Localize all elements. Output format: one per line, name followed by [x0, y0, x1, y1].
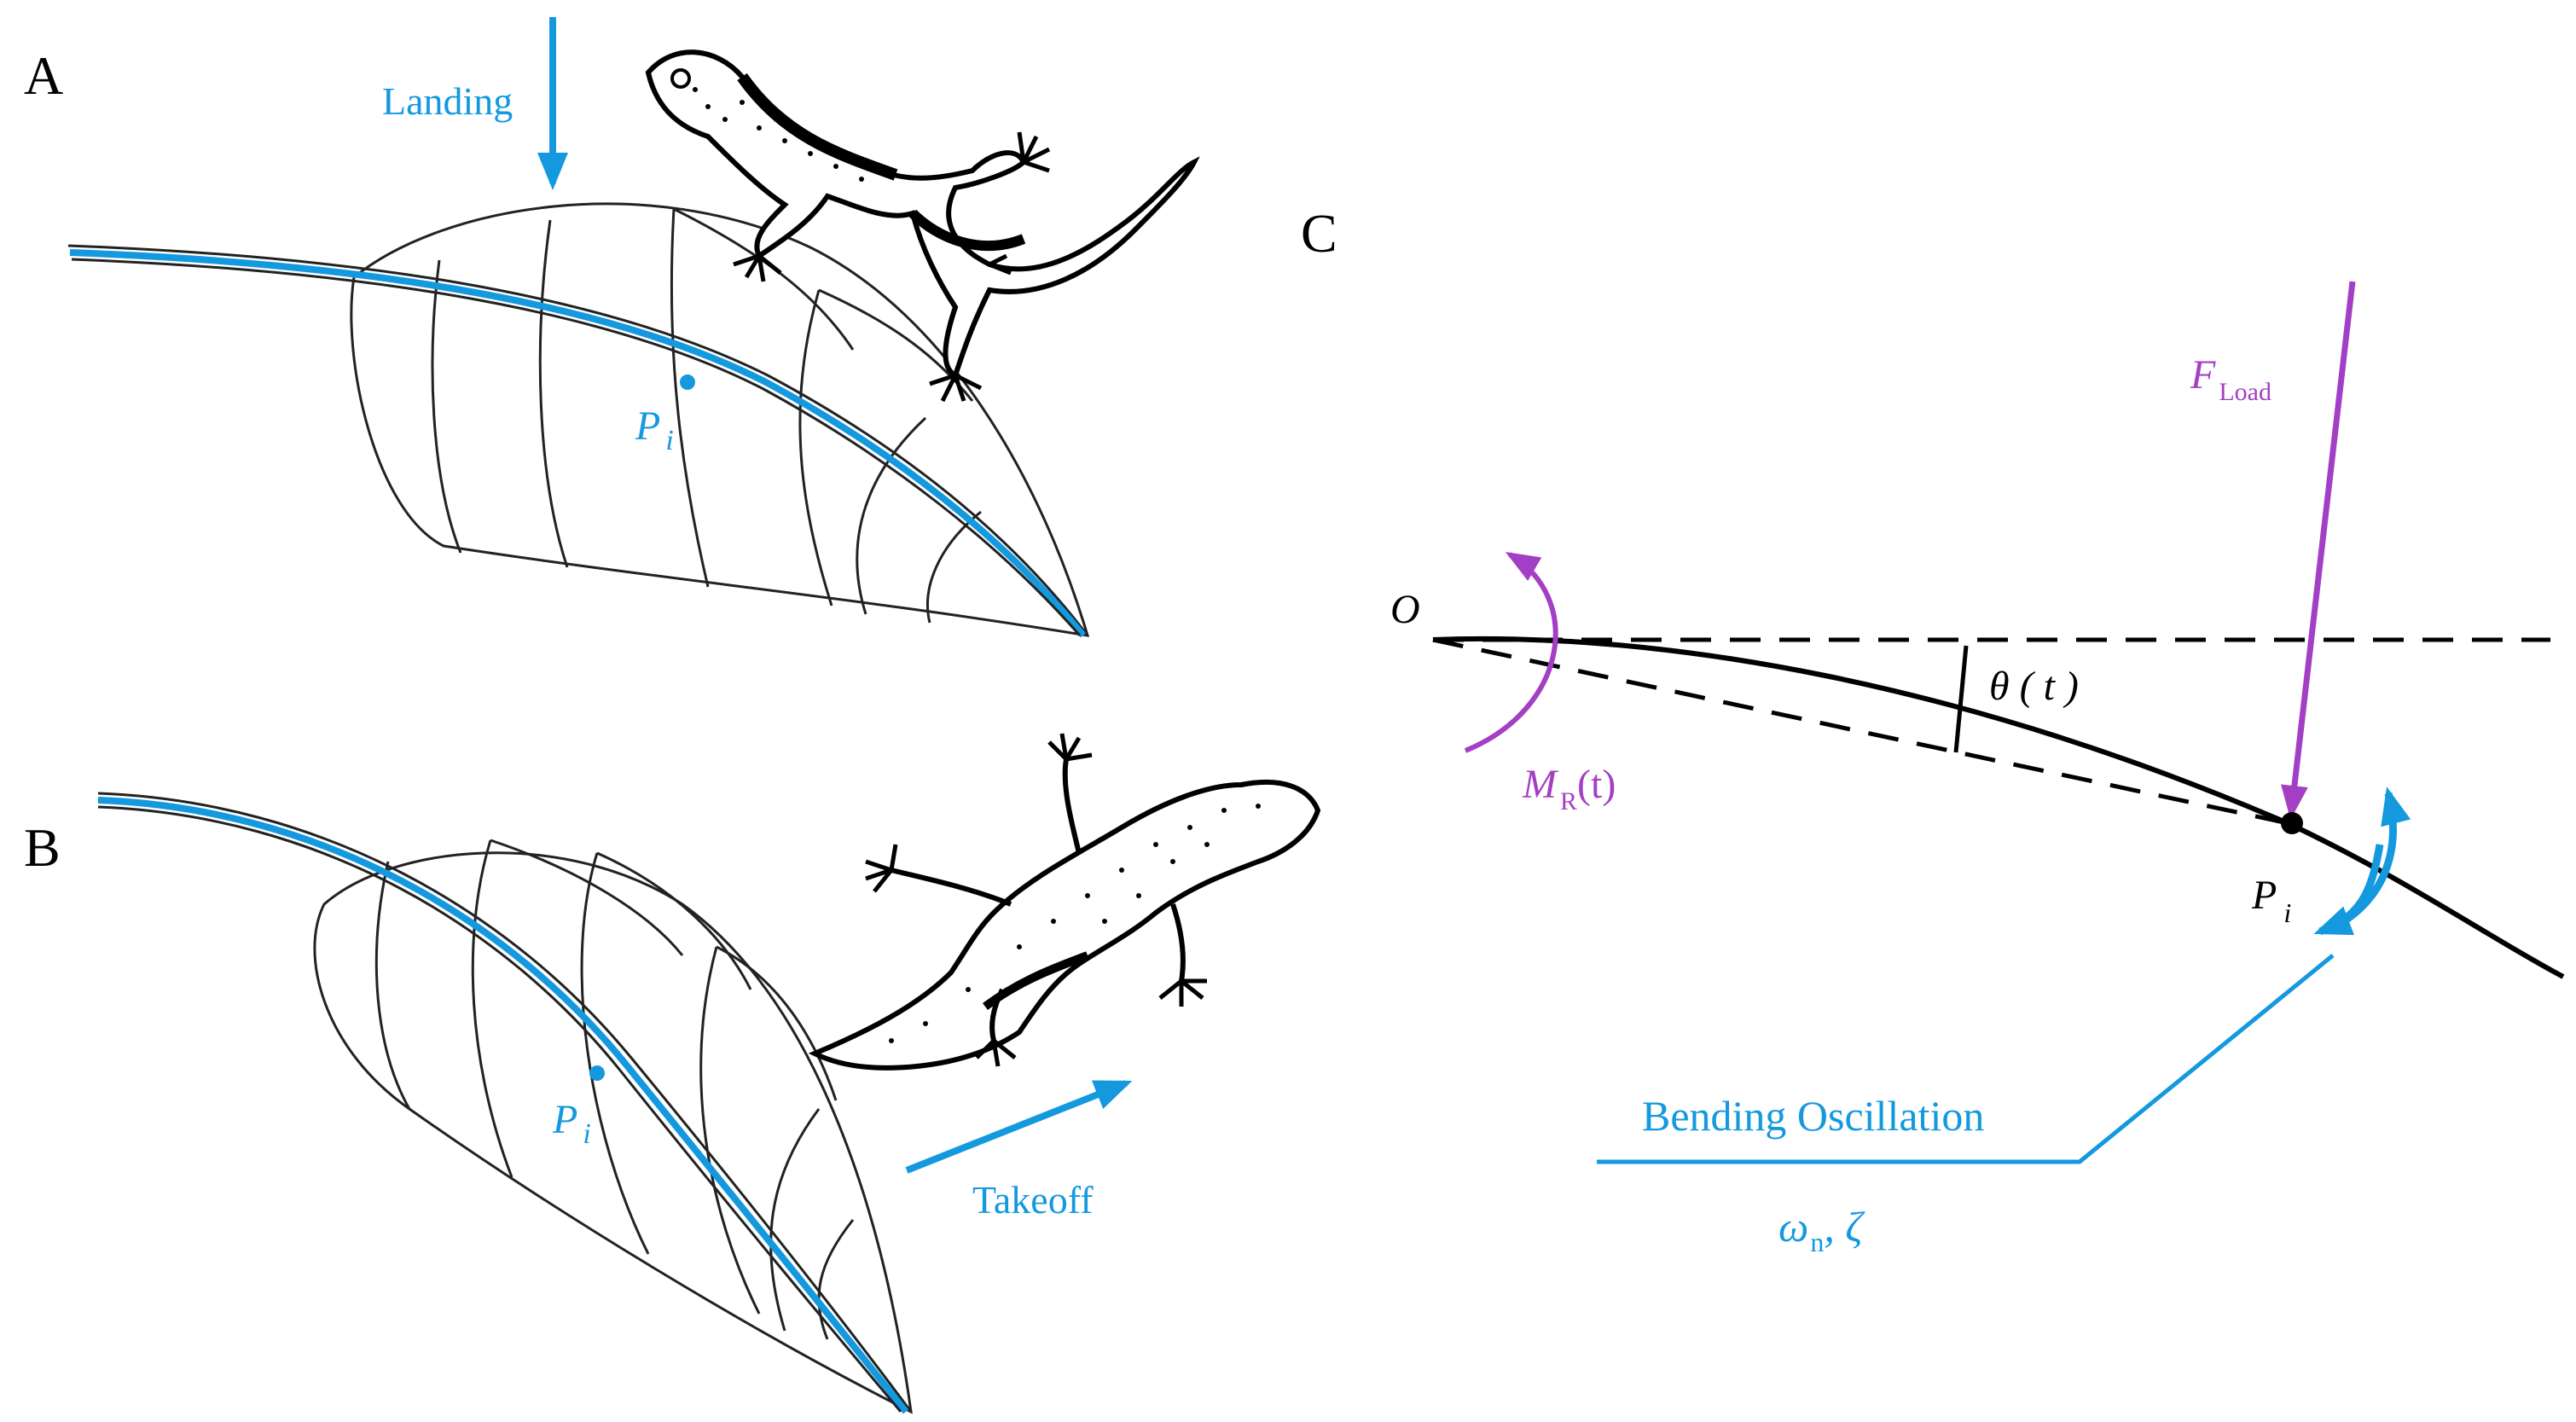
takeoff-label: Takeoff — [972, 1178, 1094, 1222]
origin-label: O — [1390, 587, 1420, 632]
panel-a-label: A — [24, 45, 63, 106]
angle-marker — [1953, 645, 1969, 753]
point-pi-b — [589, 1065, 605, 1081]
angle-label: θ ( t ) — [1989, 664, 2079, 709]
panel-b-label: B — [24, 817, 61, 878]
point-pi-c — [2281, 812, 2303, 834]
panel-c-label: C — [1301, 203, 1337, 264]
takeoff-arrow — [905, 1080, 1133, 1174]
deflected-beam — [1432, 636, 2565, 979]
midrib-b-blue — [97, 797, 909, 1414]
restoring-moment-arrow — [1464, 551, 1558, 753]
midrib-a — [67, 244, 1089, 636]
bending-oscillation-label: Bending Oscillation — [1642, 1092, 1984, 1140]
midrib-a-blue — [69, 249, 1087, 638]
oscillation-parameters-label: ωn, ζ — [1778, 1203, 1865, 1257]
gecko-takeoff-illustration — [808, 733, 1321, 1071]
oscillation-leader-line — [1597, 954, 2335, 1164]
load-force-arrow — [2280, 281, 2356, 820]
landing-label: Landing — [382, 79, 513, 123]
oscillation-arrow — [2335, 786, 2411, 929]
leaf-b — [313, 839, 913, 1414]
gecko-landing-illustration — [645, 49, 1200, 403]
midrib-b — [97, 792, 913, 1413]
point-pi-a — [680, 374, 695, 390]
